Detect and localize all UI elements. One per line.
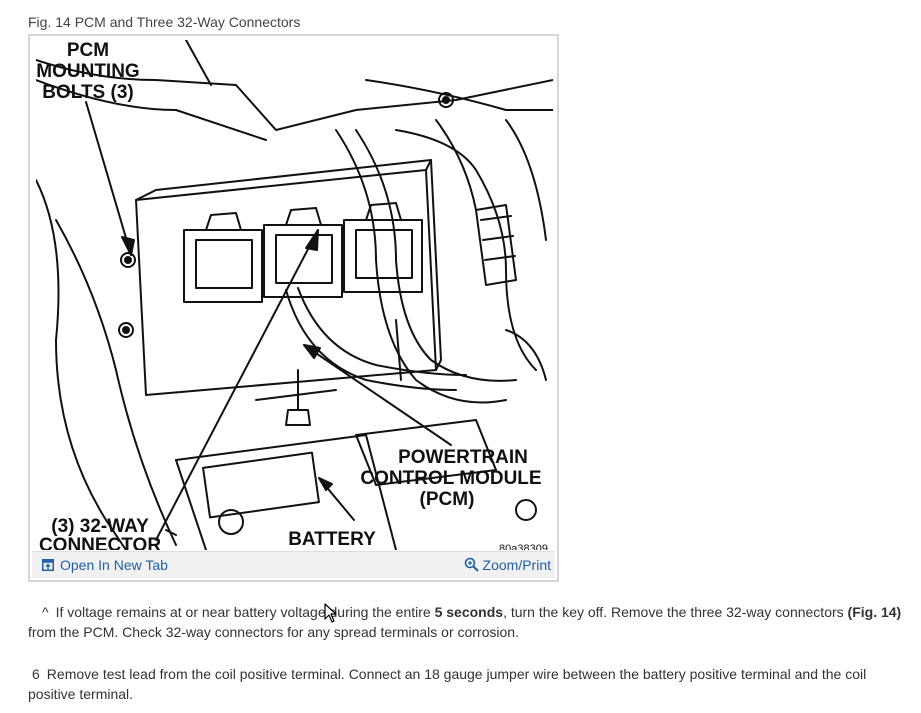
label-pcm-bolts-1: PCM [67,40,109,61]
label-pcm-bolts-3: BOLTS (3) [42,82,133,103]
paragraph1-text-a: If voltage remains at or near battery vo… [55,604,435,620]
paragraph-spread-terminals: ^ If voltage remains at or near battery v… [28,602,908,642]
label-pcm-bolts-2: MOUNTING [36,61,139,82]
label-pcm-2: CONTROL MODULE [360,468,541,489]
figure-toolbar: Open In New Tab Zoom/Print [32,551,555,578]
zoom-print-link[interactable]: Zoom/Print [464,557,551,573]
paragraph1-text-c: from the PCM. Check 32-way connectors fo… [28,624,519,640]
label-pcm-3: (PCM) [420,489,475,510]
figure-frame: PCM MOUNTING BOLTS (3) POWERTRAIN CONTRO… [28,34,559,582]
figure-caption: Fig. 14 PCM and Three 32-Way Connectors [28,14,301,30]
open-in-new-tab-link[interactable]: Open In New Tab [42,557,168,573]
paragraph1-bold-duration: 5 seconds [434,604,504,620]
pcm-diagram: PCM MOUNTING BOLTS (3) POWERTRAIN CONTRO… [36,40,553,550]
figure-reference: (Fig. 14) [847,604,902,620]
paragraph1-text-b: , turn the key off. Remove the three 32-… [503,604,848,620]
step-number: 6 [32,666,40,682]
magnifier-icon [464,557,479,572]
label-battery: BATTERY [288,529,376,550]
label-connector-1: (3) 32-WAY [51,516,149,537]
label-pcm-1: POWERTRAIN [398,447,528,468]
figure-code: 80a38309 [499,543,548,550]
bullet-marker: ^ [42,604,49,620]
zoom-print-label: Zoom/Print [482,557,551,573]
open-in-new-tab-label: Open In New Tab [60,557,168,573]
label-connector-2: CONNECTOR [39,535,161,550]
step-6-text: Remove test lead from the coil positive … [28,666,867,702]
open-in-new-tab-icon [42,559,54,571]
mouse-cursor-icon [324,603,337,623]
